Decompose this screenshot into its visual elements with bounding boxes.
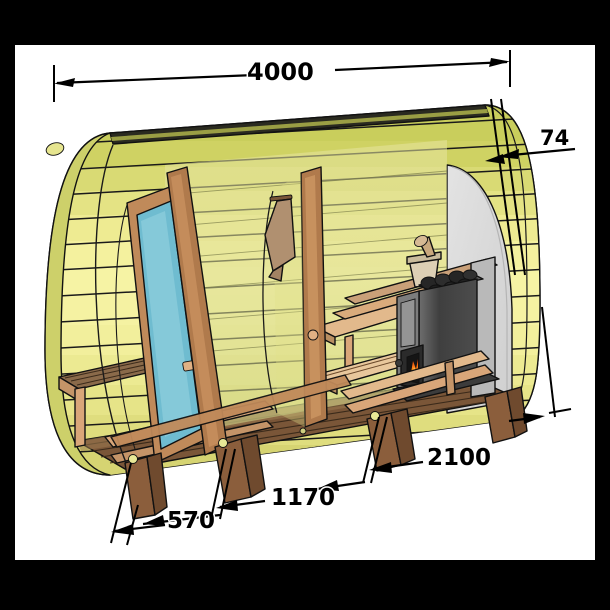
barrel-sauna-drawing: 4000: [44, 50, 576, 546]
dimension-label-2100: 2100: [427, 445, 491, 471]
base-rail-bolts: [128, 411, 380, 464]
dimension-label-1170: 1170: [271, 485, 335, 511]
dimension-rear-span: 2100: [362, 408, 572, 484]
dimension-mid-span: 1170: [210, 448, 366, 520]
glass-door[interactable]: [126, 166, 228, 464]
stove-guard-rail: [340, 350, 494, 414]
water-bucket: [406, 234, 442, 288]
dimension-label-74: 74: [540, 126, 569, 150]
dimension-label-570: 570: [167, 508, 215, 534]
dimension-front-offset: 570: [110, 462, 221, 546]
dimension-label-4000: 4000: [247, 58, 314, 86]
stove-door-latch: [395, 359, 403, 367]
support-foot-end: [484, 386, 528, 444]
partition-door-knob[interactable]: [307, 329, 319, 341]
dimension-length-overall: 4000: [53, 50, 511, 102]
dimension-wall-thickness: 74: [485, 98, 576, 276]
drawing-sheet: 4000: [15, 45, 595, 560]
support-foot-front: [124, 452, 168, 520]
front-rail: [110, 374, 352, 448]
hanging-towel: [264, 194, 296, 282]
roof-cladding: [109, 104, 490, 145]
